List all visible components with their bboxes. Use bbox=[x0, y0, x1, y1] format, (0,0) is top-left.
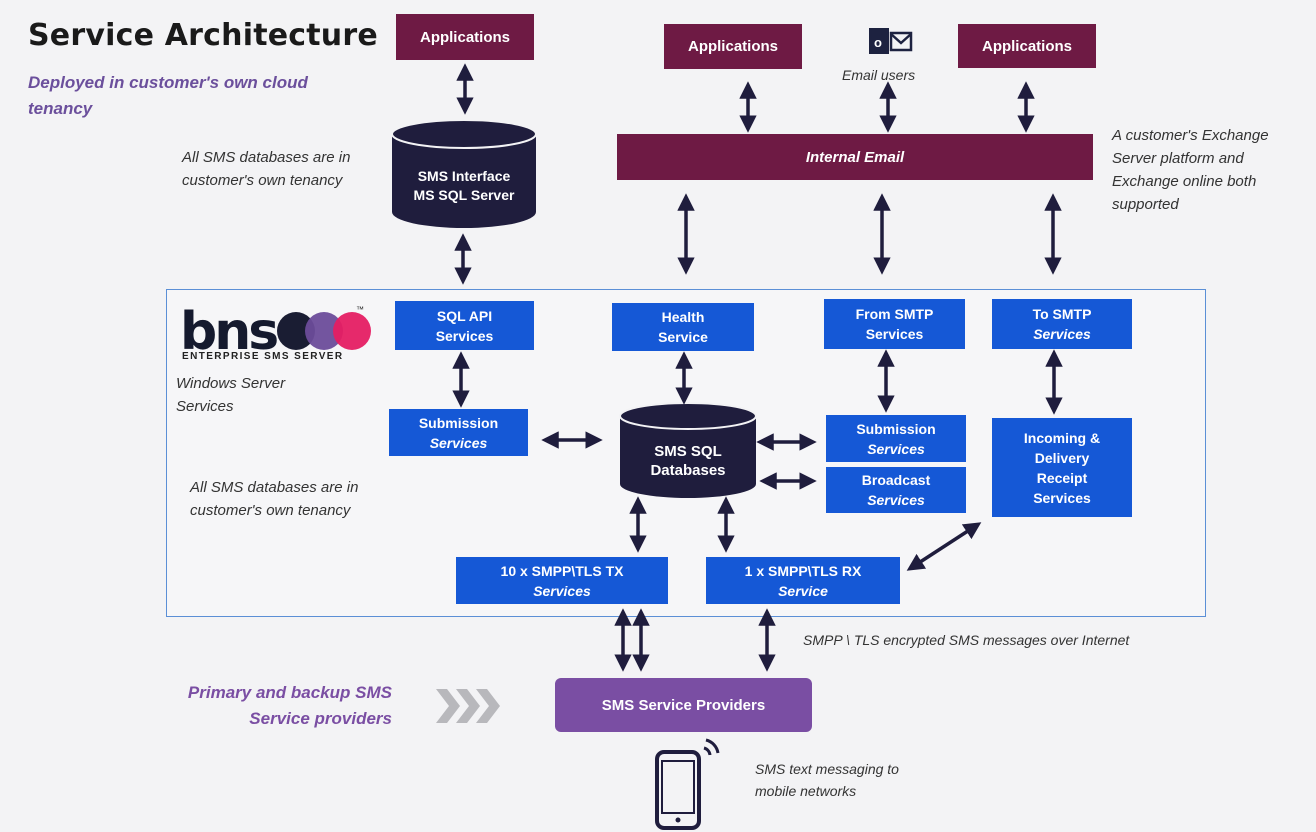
sms-interface-database bbox=[391, 119, 537, 228]
sql-api-line2: Services bbox=[435, 327, 494, 344]
bns-logo-text: bns bbox=[180, 302, 279, 362]
smpp-rx-line1: 1 x SMPP\TLS RX bbox=[744, 562, 862, 579]
health-service-box: Health Service bbox=[612, 303, 754, 351]
exchange-note: A customer's Exchange Server platform an… bbox=[1112, 127, 1269, 213]
incoming-line2: Delivery bbox=[1034, 449, 1090, 466]
primary-backup-providers-note: Primary and backup SMS Service providers bbox=[187, 683, 392, 728]
sql-api-services-box: SQL API Services bbox=[395, 301, 534, 350]
chevron-right-icon bbox=[436, 689, 500, 723]
email-users-label: Email users bbox=[842, 67, 916, 83]
smpp-tx-line1: 10 x SMPP\TLS TX bbox=[500, 562, 624, 579]
mobile-networks-note: SMS text messaging to mobile networks bbox=[755, 761, 899, 799]
submission-services-left-box: Submission Services bbox=[389, 409, 528, 456]
from-smtp-line2: Services bbox=[865, 326, 924, 342]
to-smtp-services-box: To SMTP Services bbox=[992, 299, 1132, 349]
outlook-icon: o bbox=[869, 28, 913, 54]
to-smtp-line2: Services bbox=[1033, 326, 1091, 342]
mobile-phone-icon bbox=[655, 738, 720, 830]
broadcast-line1: Broadcast bbox=[861, 472, 931, 488]
windows-services-label: Windows Server Services bbox=[176, 375, 286, 415]
submission-right-line1: Submission bbox=[856, 420, 936, 437]
health-line1: Health bbox=[661, 309, 705, 325]
smpp-rx-service-box: 1 x SMPP\TLS RX Service bbox=[706, 557, 900, 604]
page-title: Service Architecture bbox=[28, 18, 378, 53]
submission-services-right-box: Submission Services bbox=[826, 415, 966, 462]
smpp-tx-services-box: 10 x SMPP\TLS TX Services bbox=[456, 557, 668, 604]
applications-box-3: Applications bbox=[958, 24, 1096, 68]
submission-left-line2: Services bbox=[429, 434, 488, 451]
logo-trademark: ™ bbox=[356, 305, 364, 314]
applications-box-1: Applications bbox=[396, 14, 534, 60]
smpp-tx-line2: Services bbox=[533, 582, 591, 599]
page-subtitle: Deployed in customer's own cloud tenancy bbox=[28, 73, 308, 118]
incoming-line1: Incoming & bbox=[1023, 429, 1101, 446]
sms-sql-database bbox=[619, 402, 757, 498]
incoming-delivery-receipt-services-box: Incoming & Delivery Receipt Services bbox=[992, 418, 1132, 517]
to-smtp-line1: To SMTP bbox=[1032, 306, 1092, 322]
sms-sql-db-line2: Databases bbox=[650, 462, 726, 479]
sql-api-line1: SQL API bbox=[436, 307, 493, 324]
applications-box-2: Applications bbox=[664, 24, 802, 69]
bns-logo-circles-icon bbox=[277, 312, 371, 350]
sms-sql-db-line1: SMS SQL bbox=[654, 443, 722, 460]
db-note-mid: All SMS databases are in customer's own … bbox=[190, 479, 359, 519]
incoming-line4: Services bbox=[1033, 489, 1091, 506]
broadcast-line2: Services bbox=[867, 492, 925, 508]
submission-left-line1: Submission bbox=[418, 414, 499, 431]
db-note-top: All SMS databases are in customer's own … bbox=[182, 149, 351, 189]
sms-interface-db-line2: MS SQL Server bbox=[413, 187, 515, 203]
submission-right-line2: Services bbox=[867, 440, 925, 457]
incoming-line3: Receipt bbox=[1036, 469, 1088, 486]
smpp-rx-line2: Service bbox=[778, 582, 828, 599]
internal-email-bar: Internal Email bbox=[617, 134, 1093, 180]
sms-service-providers-box: SMS Service Providers bbox=[555, 678, 812, 732]
arrow-incoming-smpprx bbox=[906, 522, 982, 571]
health-line2: Service bbox=[658, 329, 708, 345]
svg-text:o: o bbox=[874, 35, 882, 50]
broadcast-services-box: Broadcast Services bbox=[826, 467, 966, 513]
logo-tagline: ENTERPRISE SMS SERVER bbox=[182, 351, 344, 362]
smpp-encryption-note: SMPP \ TLS encrypted SMS messages over I… bbox=[803, 632, 1130, 648]
from-smtp-line1: From SMTP bbox=[855, 306, 934, 322]
sms-interface-db-line1: SMS Interface bbox=[417, 168, 511, 184]
from-smtp-services-box: From SMTP Services bbox=[824, 299, 965, 349]
